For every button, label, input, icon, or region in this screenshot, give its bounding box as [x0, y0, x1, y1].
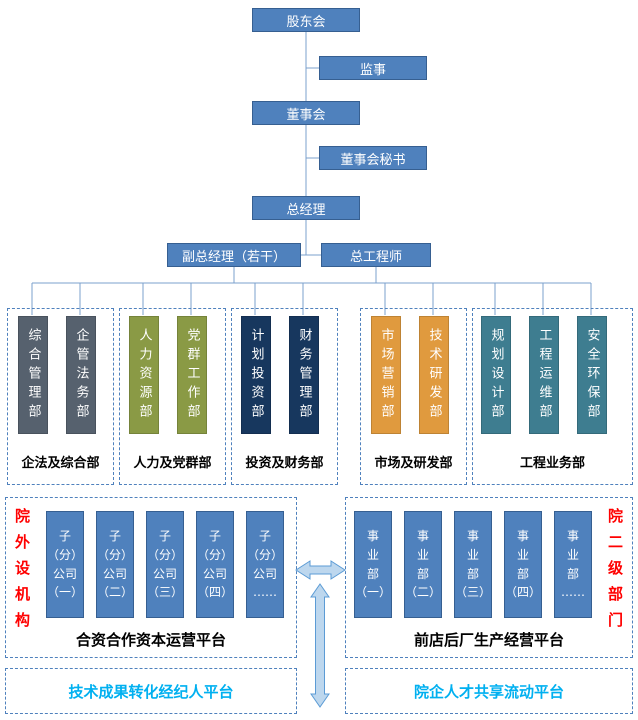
dept-group-label: 人力及党群部 [133, 456, 212, 471]
exchange-arrow-vertical-icon [310, 583, 330, 708]
side-label-second-level-departments: 院二级部门 [606, 508, 624, 638]
dept-group-market-rd: 市场营销部 技术研发部 市场及研发部 [360, 308, 467, 485]
dept-group-legal-admin: 综合管理部 企管法务部 企法及综合部 [7, 308, 114, 485]
bar-talent-sharing-platform: 院企人才共享流动平台 [345, 668, 633, 714]
dept-group-label: 企法及综合部 [21, 456, 100, 471]
bar-tech-transfer-platform: 技术成果转化经纪人平台 [5, 668, 297, 714]
division-box: 事 业 部 （三） [454, 511, 492, 618]
dept-box: 规划设计部 [481, 316, 511, 434]
subsidiary-box: 子 （分） 公司 （一） [46, 511, 84, 618]
dept-group-label: 投资及财务部 [245, 456, 324, 471]
org-box-shareholders: 股东会 [252, 8, 360, 32]
dept-box: 党群工作部 [177, 316, 207, 434]
org-box-chief-engineer: 总工程师 [321, 243, 431, 267]
dept-group-investment-finance: 计划投资部 财务管理部 投资及财务部 [231, 308, 338, 485]
platform-label-production: 前店后厂生产经营平台 [413, 631, 564, 649]
dept-box: 市场营销部 [371, 316, 401, 434]
hierarchy-connector-lines [31, 32, 592, 315]
dept-group-engineering: 规划设计部 工程运维部 安全环保部 工程业务部 [472, 308, 633, 485]
dept-box: 工程运维部 [529, 316, 559, 434]
dept-box: 人力资源部 [129, 316, 159, 434]
subsidiary-box: 子 （分） 公司 …… [246, 511, 284, 618]
org-box-board-secretary: 董事会秘书 [319, 146, 427, 170]
dept-box: 企管法务部 [66, 316, 96, 434]
divisions-panel: 事 业 部 （一） 事 业 部 （二） 事 业 部 （三） 事 业 部 （四） … [345, 497, 633, 658]
platform-label-capital-operation: 合资合作资本运营平台 [75, 631, 226, 649]
dept-box: 技术研发部 [419, 316, 449, 434]
org-box-general-manager: 总经理 [252, 196, 360, 220]
subsidiaries-panel: 院外设机构 子 （分） 公司 （一） 子 （分） 公司 （二） 子 （分） 公司… [5, 497, 297, 658]
dept-box: 安全环保部 [577, 316, 607, 434]
org-box-deputy-gm: 副总经理（若干） [167, 243, 301, 267]
dept-group-label: 工程业务部 [519, 456, 585, 471]
subsidiary-box: 子 （分） 公司 （三） [146, 511, 184, 618]
org-box-board: 董事会 [252, 101, 360, 125]
dept-group-label: 市场及研发部 [374, 456, 453, 471]
dept-box: 计划投资部 [241, 316, 271, 434]
side-label-external-institutions: 院外设机构 [13, 508, 31, 638]
dept-group-hr-party: 人力资源部 党群工作部 人力及党群部 [119, 308, 226, 485]
division-box: 事 业 部 …… [554, 511, 592, 618]
division-box: 事 业 部 （二） [404, 511, 442, 618]
division-box: 事 业 部 （四） [504, 511, 542, 618]
subsidiary-box: 子 （分） 公司 （四） [196, 511, 234, 618]
exchange-arrow-horizontal-icon [295, 560, 346, 580]
dept-box: 综合管理部 [18, 316, 48, 434]
dept-box: 财务管理部 [289, 316, 319, 434]
division-box: 事 业 部 （一） [354, 511, 392, 618]
subsidiary-box: 子 （分） 公司 （二） [96, 511, 134, 618]
org-box-supervisor: 监事 [319, 56, 427, 80]
